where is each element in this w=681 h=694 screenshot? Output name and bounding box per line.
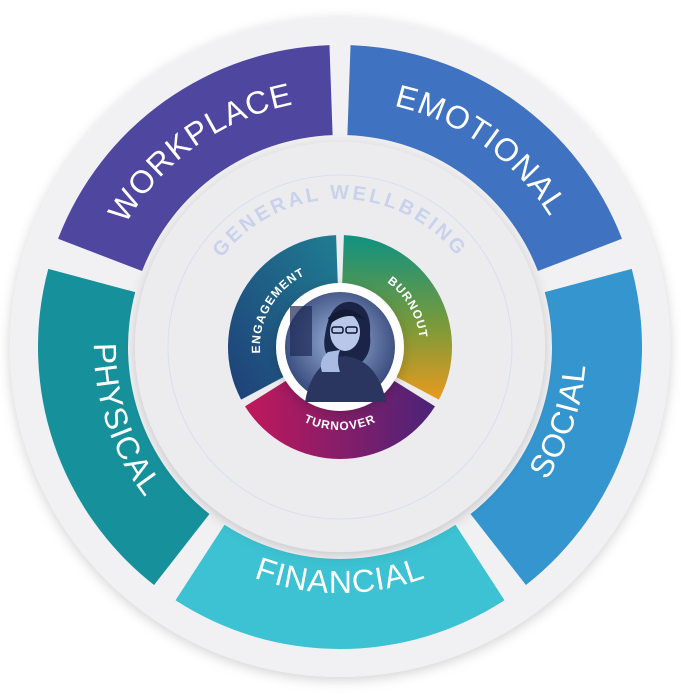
- inner-segment-turnover: [245, 379, 435, 459]
- inner-segment-label-turnover: TURNOVER: [302, 412, 377, 434]
- segment-financial: [175, 524, 505, 650]
- inner-disc-guide-line: [167, 174, 513, 520]
- segment-emotional: [347, 45, 622, 272]
- inner-segment-burnout: [342, 235, 452, 400]
- person-at-computer-photo: [285, 292, 395, 402]
- segment-workplace: [58, 45, 333, 272]
- inner-segment-engagement: [228, 235, 338, 400]
- segment-physical: [38, 268, 210, 585]
- segment-social: [470, 268, 642, 585]
